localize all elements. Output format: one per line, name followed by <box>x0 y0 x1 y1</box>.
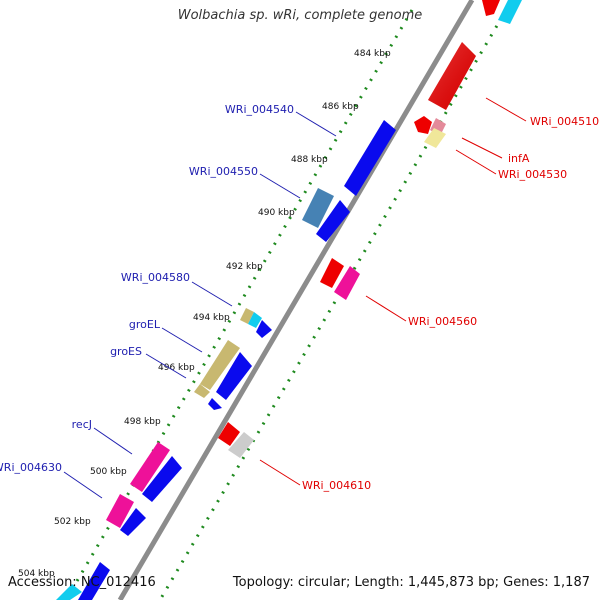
gene-label-wri-004610[interactable]: WRi_004610 <box>302 479 371 492</box>
map-title: Wolbachia sp. wRi, complete genome <box>177 8 423 23</box>
gene-features <box>56 0 522 600</box>
gene-arrow-wri-004560[interactable] <box>320 258 360 300</box>
tick-track-right <box>158 0 514 601</box>
topology-text: Topology: circular; Length: 1,445,873 bp… <box>232 575 590 590</box>
tick-label: 484 kbp <box>354 49 391 59</box>
tick-label: 504 kbp <box>18 569 55 579</box>
gene-arrow-wri-004530[interactable] <box>424 128 446 148</box>
gene-arrow-wri-004580[interactable] <box>240 308 272 338</box>
gene-arrow-wri-004510[interactable] <box>428 42 476 110</box>
right-labels: WRi_004510 infA WRi_004530 WRi_004560 WR… <box>302 115 599 492</box>
gene-label-wri-004510[interactable]: WRi_004510 <box>530 115 599 128</box>
tick-labels: 484 kbp 486 kbp 488 kbp 490 kbp 492 kbp … <box>18 49 391 579</box>
gene-arrow-groel[interactable] <box>200 340 240 390</box>
tick-label: 498 kbp <box>124 417 161 427</box>
gene-label-wri-004540[interactable]: WRi_004540 <box>225 103 294 116</box>
gene-arrow-cyan[interactable] <box>498 0 522 24</box>
gene-label-wri-004630[interactable]: WRi_004630 <box>0 461 62 474</box>
gene-arrow-wri-004610[interactable] <box>218 422 254 458</box>
gene-arrow-wri-004630[interactable] <box>106 494 146 536</box>
tick-label: 500 kbp <box>90 467 127 477</box>
tick-label: 496 kbp <box>158 363 195 373</box>
gene-arrow-groel-blue[interactable] <box>216 352 252 400</box>
gene-label-wri-004550[interactable]: WRi_004550 <box>189 165 258 178</box>
tick-label: 492 kbp <box>226 262 263 272</box>
gene-arrow-red[interactable] <box>482 0 500 16</box>
gene-label-wri-004560[interactable]: WRi_004560 <box>408 315 477 328</box>
tick-label: 486 kbp <box>322 102 359 112</box>
gene-label-infa[interactable]: infA <box>508 152 530 165</box>
tick-label: 494 kbp <box>193 313 230 323</box>
tick-label: 502 kbp <box>54 517 91 527</box>
gene-label-recj[interactable]: recJ <box>72 418 92 431</box>
genome-backbone <box>117 0 475 602</box>
left-labels: WRi_004540 WRi_004550 WRi_004580 groEL g… <box>0 103 294 474</box>
gene-arrow-recj[interactable] <box>130 442 182 502</box>
gene-arrow-wri-004540[interactable] <box>344 120 396 196</box>
accession-text: Accession: NC_012416 <box>8 575 156 590</box>
gene-label-groel[interactable]: groEL <box>129 318 161 331</box>
tick-label: 488 kbp <box>291 155 328 165</box>
gene-label-wri-004530[interactable]: WRi_004530 <box>498 168 567 181</box>
gene-arrow-wri-004550[interactable] <box>302 188 350 242</box>
gene-label-wri-004580[interactable]: WRi_004580 <box>121 271 190 284</box>
gene-label-groes[interactable]: groES <box>110 345 142 358</box>
gene-arrow-groes[interactable] <box>194 384 222 410</box>
right-leaders <box>259 97 527 486</box>
tick-label: 490 kbp <box>258 208 295 218</box>
gene-arrow-bottom[interactable] <box>56 562 110 600</box>
left-leaders <box>63 111 337 499</box>
